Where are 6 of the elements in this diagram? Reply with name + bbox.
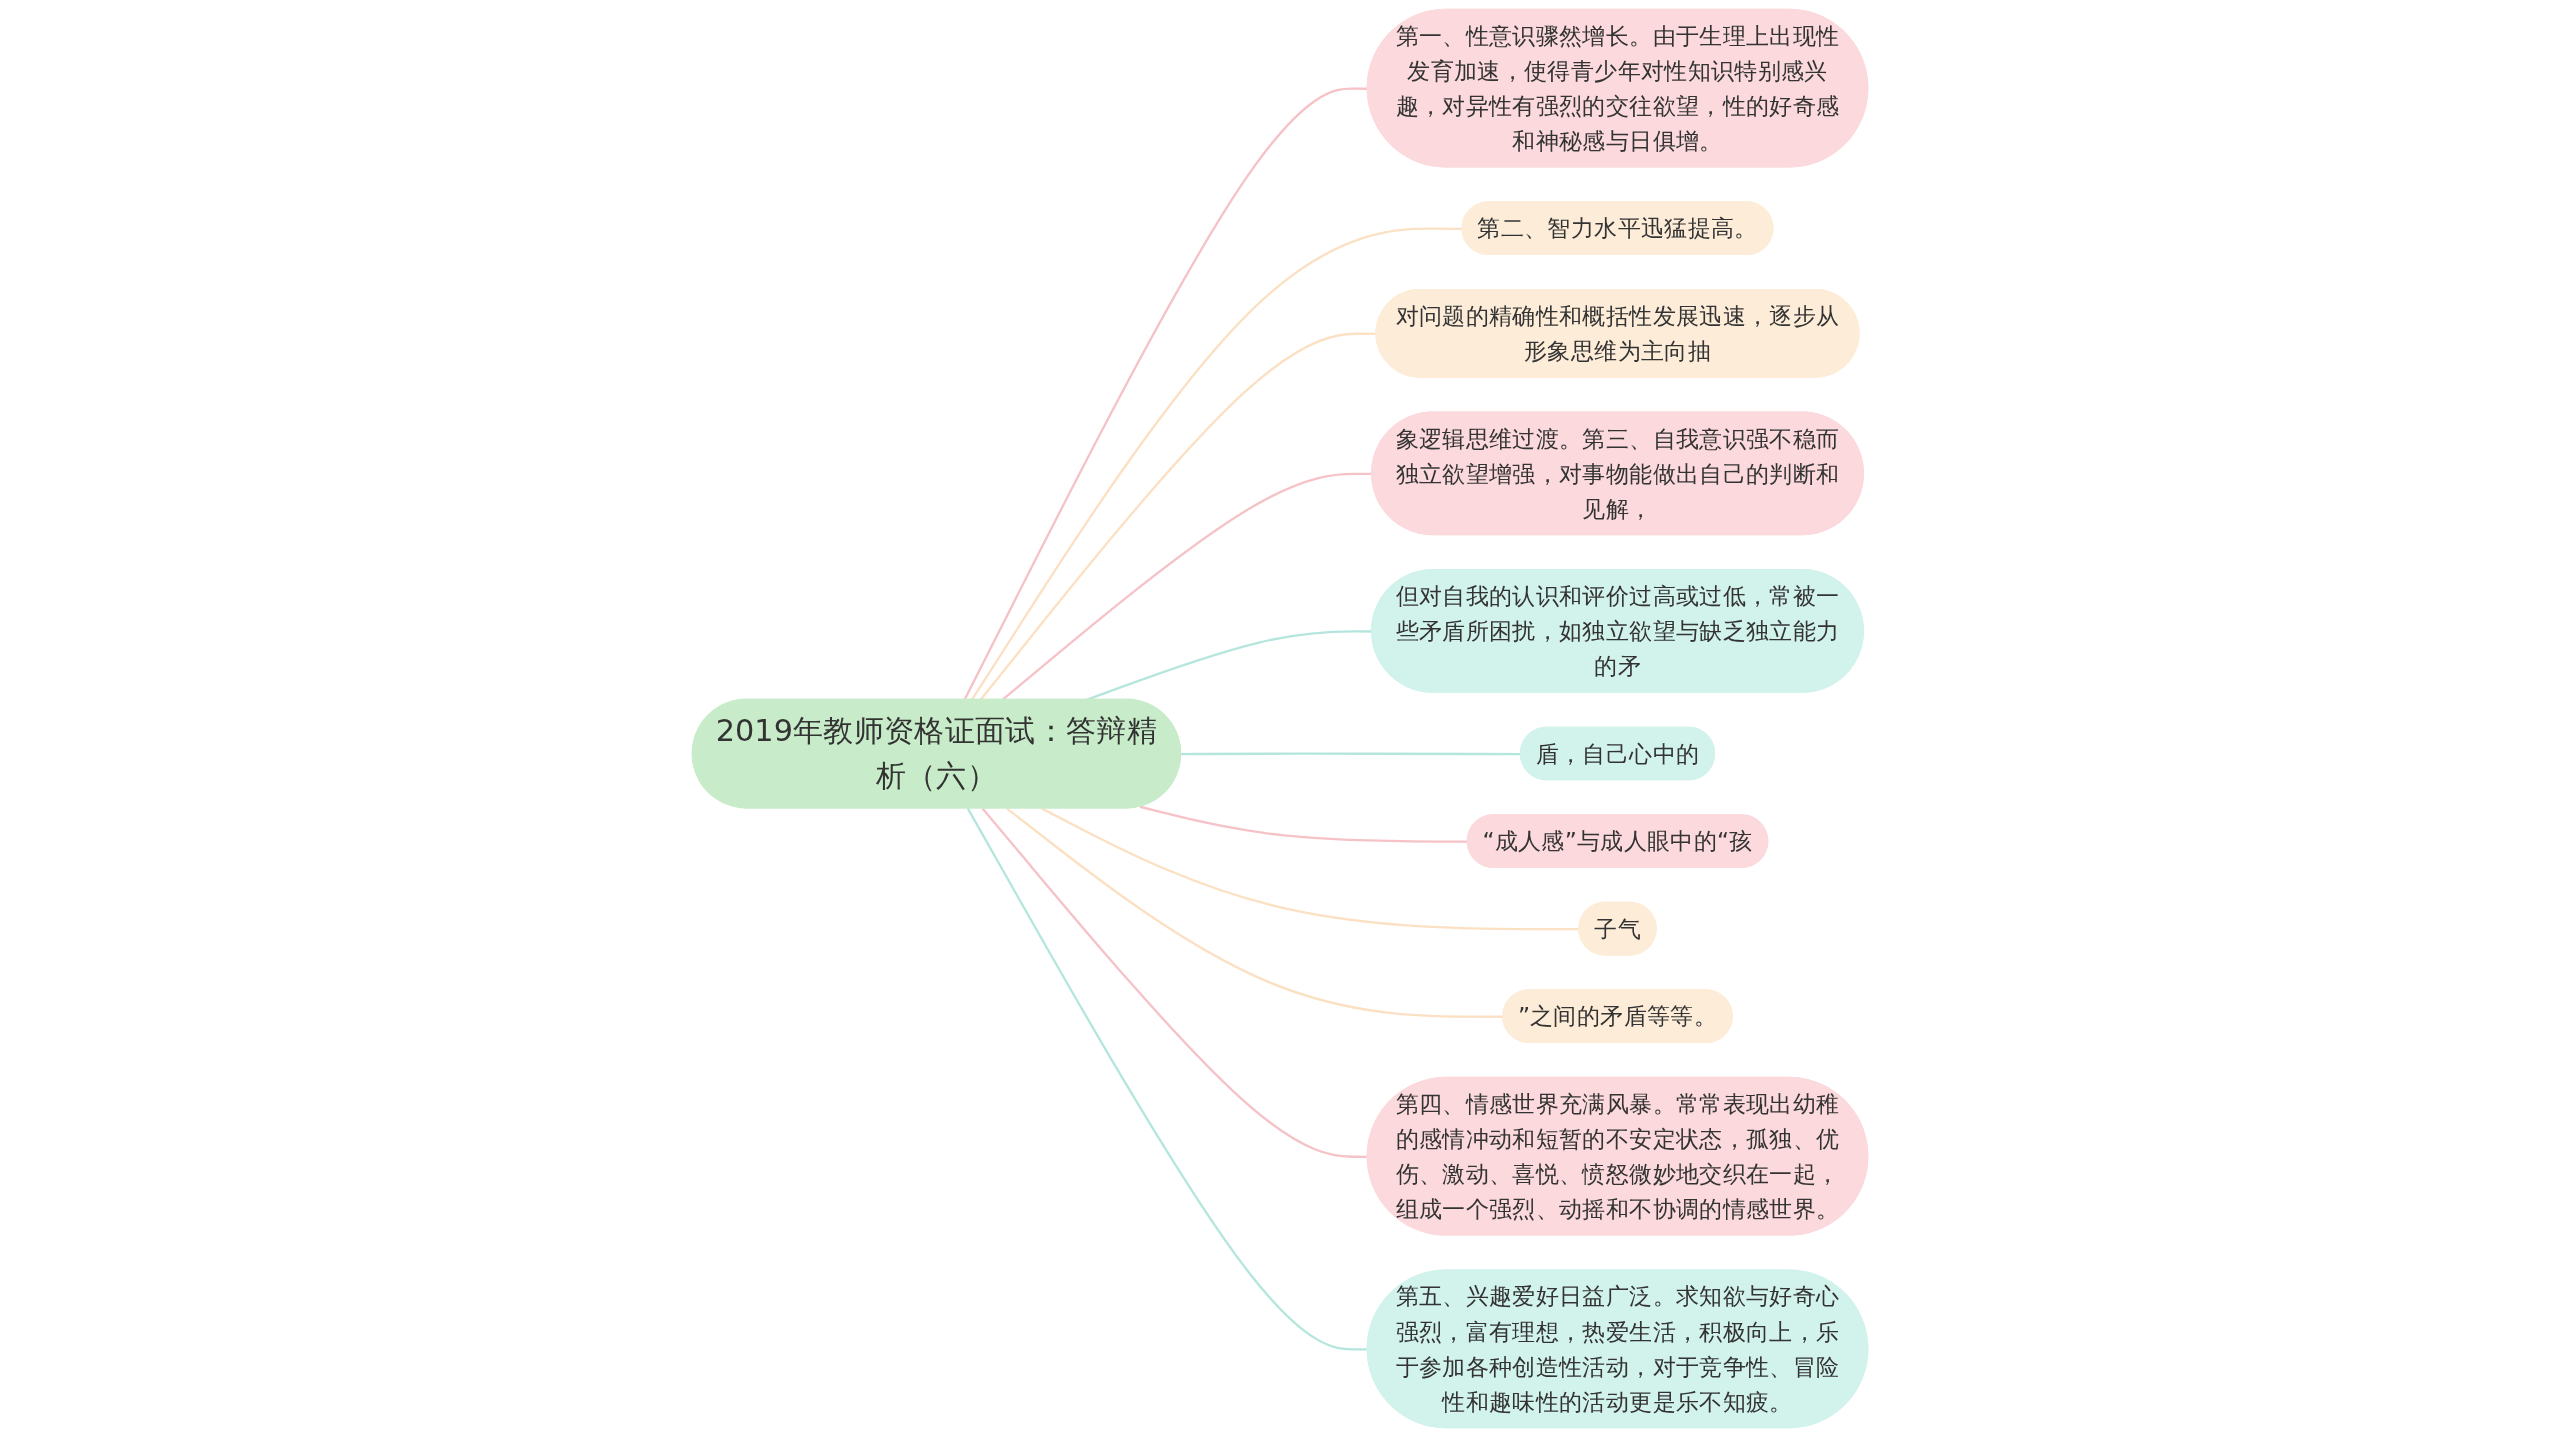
- connector: [963, 87, 1368, 701]
- connector: [979, 332, 1377, 701]
- connector: [1139, 805, 1468, 843]
- connector: [970, 227, 1463, 701]
- connector: [966, 807, 1368, 1351]
- connector: [981, 807, 1368, 1158]
